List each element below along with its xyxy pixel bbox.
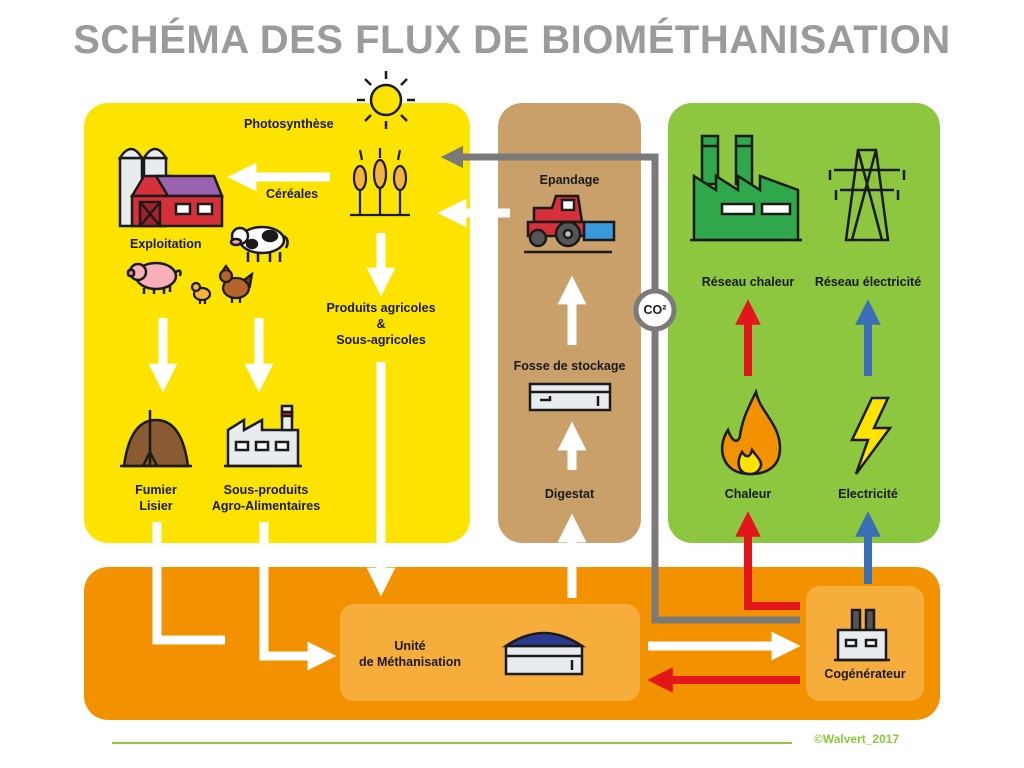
barn-silo-icon [117, 147, 224, 228]
produits-label-2: & [376, 317, 386, 331]
arrow-sousproduits-to-unite [259, 522, 337, 671]
sun-icon [357, 71, 415, 129]
co2-circle [633, 288, 677, 332]
chaleur-label: Chaleur [724, 487, 772, 501]
storage-tank-icon [528, 382, 612, 412]
fosse-label: Fosse de stockage [513, 359, 626, 373]
sous-produits-label-1: Sous-produits [223, 483, 309, 497]
power-plant-icon [690, 134, 802, 242]
reseau-chaleur-label: Réseau chaleur [701, 275, 795, 289]
produits-label-1: Produits agricoles [326, 301, 436, 315]
pylon-icon [828, 148, 906, 242]
fumier-label-2: Lisier [139, 499, 173, 513]
arrow-cogenerateur-to-chaleur [735, 511, 800, 610]
reseau-electricite-label: Réseau électricité [814, 275, 922, 289]
wheat-icon [350, 148, 410, 217]
cow-icon [229, 225, 289, 262]
produits-label-3: Sous-agricoles [336, 333, 426, 347]
sous-produits-label-2: Agro-Alimentaires [211, 499, 321, 513]
fumier-label-1: Fumier [135, 483, 177, 497]
epandage-label: Epandage [539, 173, 600, 187]
page-title: SCHÉMA DES FLUX DE BIOMÉTHANISATION [73, 18, 951, 62]
exploitation-label: Exploitation [130, 237, 202, 251]
tractor-icon [524, 194, 616, 254]
manure-pile-icon [120, 410, 192, 468]
cereales-label: Céréales [266, 187, 319, 201]
factory-icon [224, 404, 302, 468]
copyright-text: ©Walvert_2017 [814, 732, 900, 746]
electricite-label: Electricité [838, 487, 898, 501]
photosynthese-label: Photosynthèse [244, 117, 334, 131]
footer-divider [112, 742, 792, 744]
unite-label-2: de Méthanisation [358, 655, 462, 669]
flame-icon [720, 388, 782, 476]
pig-icon [126, 261, 182, 294]
digestat-label: Digestat [544, 487, 595, 501]
arrow-fumier-to-unite [152, 522, 225, 645]
co2-label: CO² [643, 303, 667, 317]
chickens-icon [190, 264, 254, 304]
cogenerator-icon [834, 608, 890, 662]
cogenerateur-label: Cogénérateur [824, 667, 906, 681]
arrow-co2-return [440, 145, 800, 624]
lightning-icon [850, 396, 893, 475]
unite-label-1: Unité [394, 639, 426, 653]
digester-dome-icon [501, 631, 587, 676]
methanisation-box [340, 604, 640, 701]
